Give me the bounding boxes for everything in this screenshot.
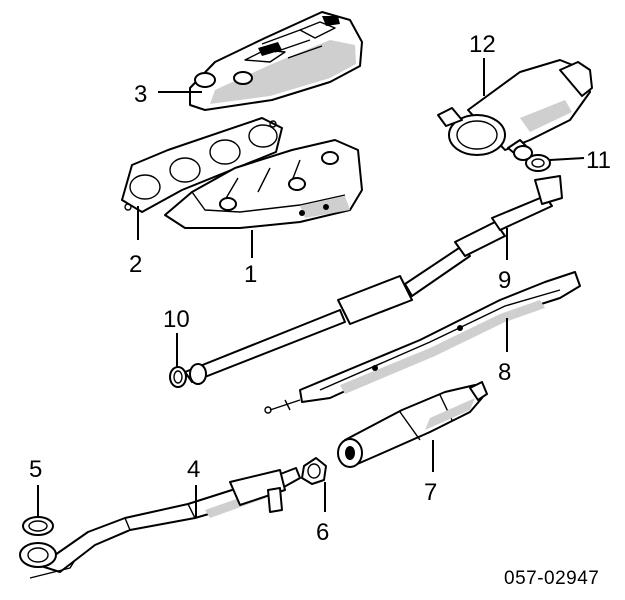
callout-2[interactable]: 2 bbox=[129, 251, 142, 278]
part-5-gasket-ring[interactable] bbox=[22, 516, 54, 536]
part-11-gasket[interactable] bbox=[513, 145, 551, 172]
callout-11[interactable]: 11 bbox=[586, 147, 611, 174]
callout-4[interactable]: 4 bbox=[187, 456, 200, 483]
part-9-center-pipe[interactable] bbox=[184, 175, 563, 385]
part-12-muffler[interactable] bbox=[437, 59, 593, 159]
part-6-gasket[interactable] bbox=[301, 457, 327, 485]
leader-line-11 bbox=[549, 157, 585, 161]
callout-8[interactable]: 8 bbox=[498, 359, 511, 386]
part-4-front-pipe[interactable] bbox=[19, 467, 301, 579]
callout-1[interactable]: 1 bbox=[244, 261, 257, 288]
callout-12[interactable]: 12 bbox=[469, 31, 496, 58]
part-7-catalytic-converter[interactable] bbox=[337, 381, 488, 468]
part-2-manifold-gasket[interactable] bbox=[121, 117, 283, 213]
callout-6[interactable]: 6 bbox=[316, 519, 329, 546]
part-10-gasket-ring[interactable] bbox=[169, 366, 187, 388]
part-1-exhaust-manifold[interactable] bbox=[164, 139, 363, 229]
callout-7[interactable]: 7 bbox=[424, 479, 437, 506]
callout-9[interactable]: 9 bbox=[498, 267, 511, 294]
part-8-heat-protector[interactable] bbox=[264, 271, 581, 414]
part-3-heat-shield[interactable] bbox=[189, 11, 363, 111]
callout-3[interactable]: 3 bbox=[134, 81, 147, 108]
callout-10[interactable]: 10 bbox=[163, 306, 190, 333]
callout-5[interactable]: 5 bbox=[29, 456, 42, 483]
document-number: 057-02947 bbox=[504, 568, 599, 589]
